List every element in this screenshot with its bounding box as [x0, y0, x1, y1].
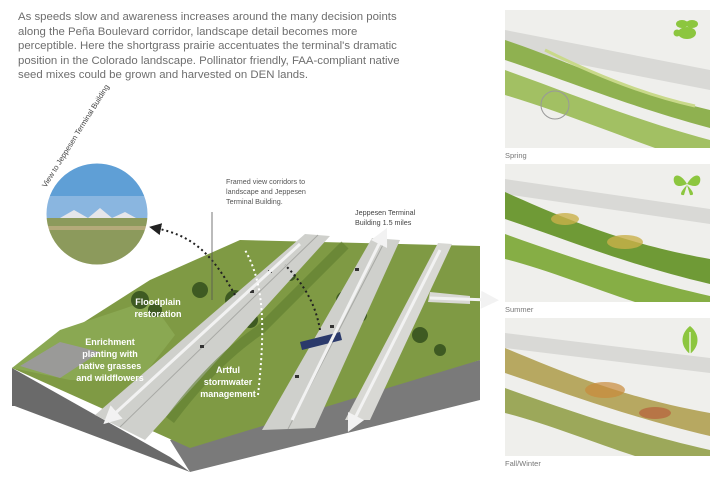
corridor-diagram: View to Jeppesen Terminal Building Frame… [12, 83, 499, 472]
framed-callout-line3: Terminal Building. [226, 197, 283, 206]
season-label-spring: Spring [505, 151, 527, 160]
view-corridor-arrow-2 [244, 249, 264, 396]
parking-lot [20, 342, 100, 378]
stormwater-label-line3: management [200, 389, 256, 399]
bridge [300, 332, 342, 350]
floodplain-label-line1: Floodplain [135, 297, 181, 307]
enrichment-label-line3: native grasses [79, 361, 142, 371]
view-corridor-arrow-3 [284, 264, 321, 331]
arrow-inbound [290, 227, 388, 421]
stormwater-label-line2: stormwater [204, 377, 253, 387]
enrichment-label-line2: planting with [82, 349, 138, 359]
bee-icon [673, 20, 698, 39]
framed-callout-line1: Framed view corridors to [226, 177, 305, 186]
arrow-outbound [103, 242, 302, 425]
enrichment-label-line4: and wildflowers [76, 373, 144, 383]
view-corridor-arrow-1 [149, 223, 236, 296]
season-panel-summer [505, 164, 710, 302]
road-inbound [262, 238, 400, 430]
soil-edge [12, 402, 16, 406]
terrain-block [12, 227, 499, 472]
block-front-face [12, 368, 190, 472]
stormwater-swale [166, 241, 349, 424]
arrow-service [347, 249, 442, 433]
jeppesen-callout-line1: Jeppesen Terminal [355, 208, 416, 217]
arrow-side [429, 290, 499, 309]
floodplain-label-line2: restoration [134, 309, 181, 319]
road-outbound-median [119, 234, 319, 428]
terminal-view-inset [43, 160, 151, 268]
season-label-fallwinter: Fall/Winter [505, 459, 541, 468]
intro-paragraph: As speeds slow and awareness increases a… [18, 11, 400, 82]
jeppesen-callout-line2: Building 1.5 miles [355, 218, 412, 227]
season-label-summer: Summer [505, 305, 534, 314]
block-right-face [170, 360, 480, 472]
stormwater-label-line1: Artful [216, 365, 240, 375]
butterfly-icon [673, 175, 701, 196]
enrichment-label-line1: Enrichment [85, 337, 135, 347]
leaf-icon [682, 326, 698, 354]
framed-callout-line2: landscape and Jeppesen [226, 187, 306, 196]
season-panel-fallwinter [505, 318, 710, 456]
